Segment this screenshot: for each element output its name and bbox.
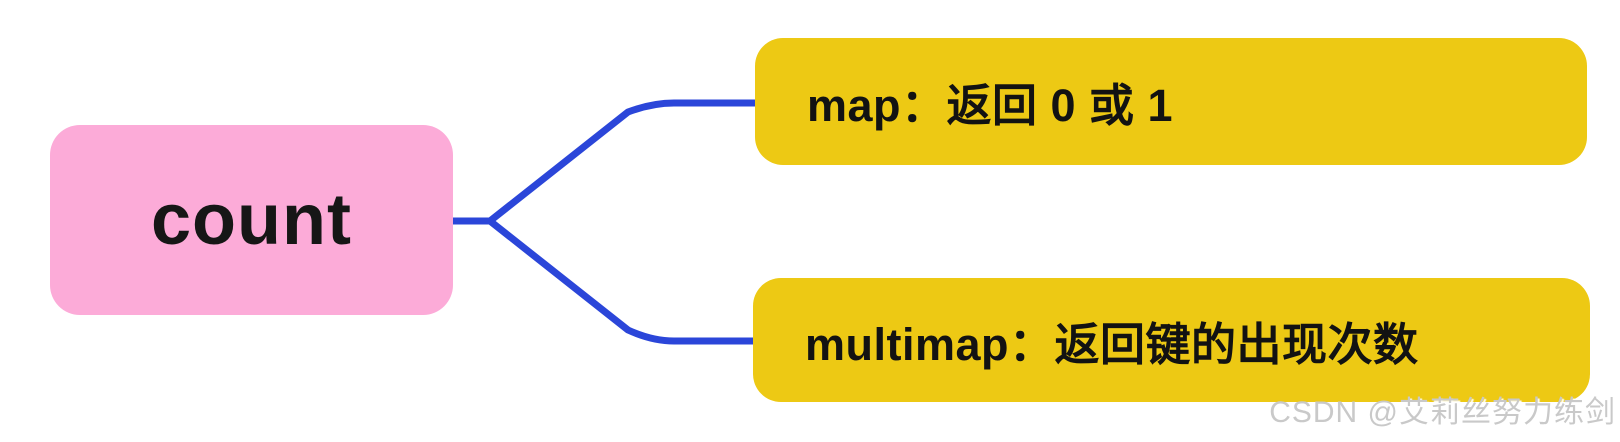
node-count-label: count	[151, 180, 352, 260]
node-multimap[interactable]: multimap：返回键的出现次数	[753, 278, 1590, 402]
node-multimap-label: multimap：返回键的出现次数	[805, 318, 1419, 370]
node-map[interactable]: map：返回 0 或 1	[755, 38, 1587, 165]
connector-branch-bottom	[452, 217, 754, 345]
connector-branch-top	[452, 99, 756, 225]
node-map-label: map：返回 0 或 1	[807, 80, 1174, 131]
watermark: CSDN @艾莉丝努力练剑	[1269, 396, 1616, 429]
node-count[interactable]: count	[50, 125, 453, 315]
